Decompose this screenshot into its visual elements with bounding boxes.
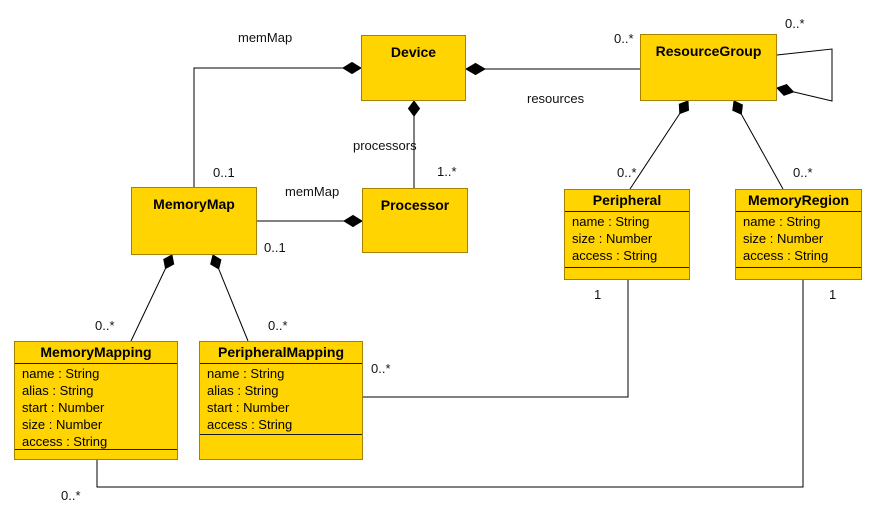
composition-memorymap-memorymapping <box>130 254 175 342</box>
attribute: name : String <box>22 366 100 381</box>
operation-compartment <box>565 267 689 279</box>
class-memoryregion: MemoryRegion name : String size : Number… <box>735 189 862 280</box>
edge-label-memmap-device-mult: 0..1 <box>213 165 235 180</box>
class-processor: Processor <box>362 188 468 253</box>
attribute: name : String <box>207 366 285 381</box>
class-title-processor: Processor <box>380 197 450 213</box>
edge-label-memorymapping-bottom-mult: 0..* <box>61 488 81 503</box>
class-title-resourcegroup: ResourceGroup <box>655 43 762 59</box>
edge-label-peripheralmapping-mult: 0..* <box>371 361 391 376</box>
attribute: alias : String <box>207 383 279 398</box>
composition-resourcegroup-peripheral <box>629 100 690 190</box>
class-title-memorymapping: MemoryMapping <box>15 342 177 364</box>
edge-label-memmap-processor-mult: 0..1 <box>264 240 286 255</box>
class-title-memoryregion: MemoryRegion <box>736 190 861 212</box>
attribute: start : Number <box>207 400 290 415</box>
attribute-compartment: name : String size : Number access : Str… <box>565 212 689 267</box>
edge-label-mm-peripheralmapping-mult: 0..* <box>268 318 288 333</box>
edge-label-processors: processors <box>353 138 417 153</box>
class-title-peripheral: Peripheral <box>565 190 689 212</box>
attribute: alias : String <box>22 383 94 398</box>
edge-label-resources-mult: 0..* <box>614 31 634 46</box>
attribute-compartment: name : String alias : String start : Num… <box>200 364 362 434</box>
attribute: name : String <box>572 214 650 229</box>
attribute: size : Number <box>22 417 103 432</box>
attribute: size : Number <box>743 231 824 246</box>
attribute: start : Number <box>22 400 105 415</box>
association-memoryregion-memorymapping <box>96 280 804 488</box>
edge-label-memoryregion-mult: 1 <box>829 287 837 302</box>
edge-label-resources: resources <box>527 91 585 106</box>
edge-label-processors-mult: 1..* <box>437 164 457 179</box>
attribute-compartment: name : String alias : String start : Num… <box>15 364 177 449</box>
attribute: access : String <box>572 248 658 263</box>
class-memorymapping: MemoryMapping name : String alias : Stri… <box>14 341 178 460</box>
composition-device-memorymap <box>193 61 362 187</box>
composition-resourcegroup-memoryregion <box>732 100 784 190</box>
association-peripheral-peripheralmapping <box>363 280 629 398</box>
edge-label-mm-memorymapping-mult: 0..* <box>95 318 115 333</box>
attribute: access : String <box>22 434 108 449</box>
class-resourcegroup: ResourceGroup <box>640 34 777 101</box>
composition-device-resourcegroup <box>465 62 640 76</box>
class-device: Device <box>361 35 466 101</box>
operation-compartment <box>15 449 177 459</box>
attribute: access : String <box>207 417 293 432</box>
attribute-compartment: name : String size : Number access : Str… <box>736 212 861 267</box>
composition-device-processor <box>407 100 421 188</box>
class-peripheralmapping: PeripheralMapping name : String alias : … <box>199 341 363 460</box>
edge-label-memmap-device: memMap <box>238 30 293 45</box>
class-title-device: Device <box>390 44 437 60</box>
edge-label-peripheral-mult: 1 <box>594 287 602 302</box>
edge-label-memmap-processor: memMap <box>285 184 340 199</box>
operation-compartment <box>200 434 362 459</box>
edge-label-rg-memoryregion-mult: 0..* <box>793 165 813 180</box>
attribute: name : String <box>743 214 821 229</box>
operation-compartment <box>736 267 861 279</box>
composition-memorymap-peripheralmapping <box>210 254 249 342</box>
edge-label-rg-peripheral-mult: 0..* <box>617 165 637 180</box>
composition-resourcegroup-self <box>776 48 833 102</box>
class-memorymap: MemoryMap <box>131 187 257 255</box>
class-title-peripheralmapping: PeripheralMapping <box>200 342 362 364</box>
attribute: size : Number <box>572 231 653 246</box>
composition-processor-memorymap <box>257 214 363 228</box>
class-title-memorymap: MemoryMap <box>153 196 235 212</box>
attribute: access : String <box>743 248 829 263</box>
class-peripheral: Peripheral name : String size : Number a… <box>564 189 690 280</box>
edge-label-rg-self-mult: 0..* <box>785 16 805 31</box>
